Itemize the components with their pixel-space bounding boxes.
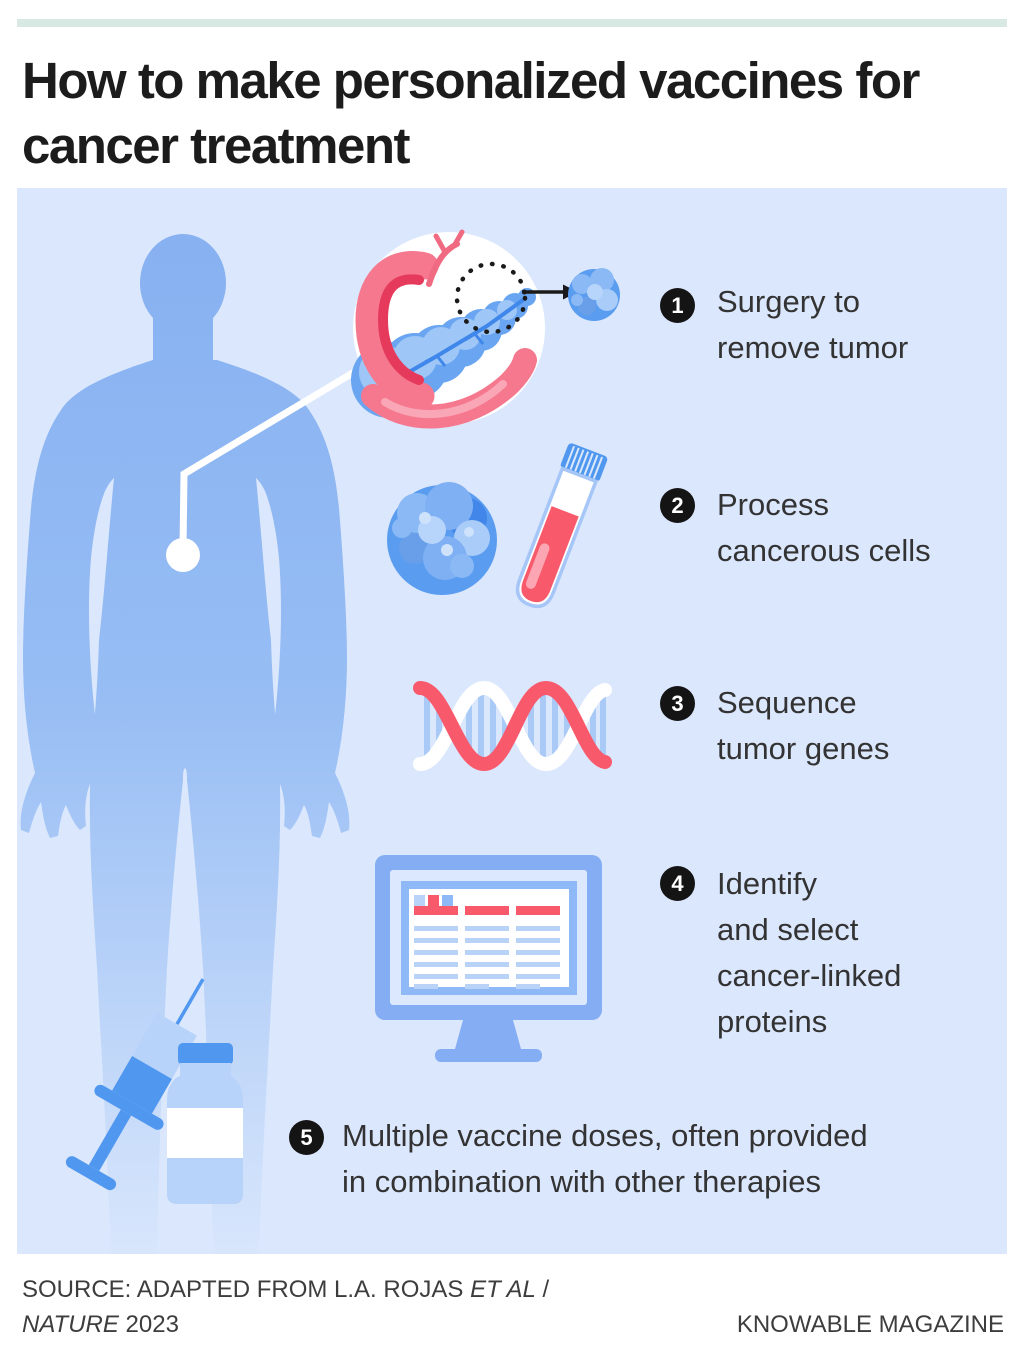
step-3-badge: 3 bbox=[660, 686, 695, 721]
human-body-silhouette-icon bbox=[20, 234, 350, 1254]
top-accent-bar bbox=[17, 19, 1007, 27]
vaccine-vial-icon bbox=[167, 1043, 243, 1204]
step-1-number: 1 bbox=[671, 292, 684, 318]
duodenum-icon bbox=[355, 229, 537, 429]
callout-connector-line bbox=[166, 367, 358, 572]
source-year: 2023 bbox=[118, 1311, 179, 1338]
step-3-number: 3 bbox=[671, 690, 684, 716]
step-4-label: Identify and select cancer-linked protei… bbox=[717, 866, 902, 1039]
tumor-cells-icon bbox=[387, 482, 497, 595]
step-1-badge: 1 bbox=[660, 288, 695, 323]
step-1-label: Surgery to remove tumor bbox=[717, 284, 909, 365]
step-2-badge: 2 bbox=[660, 488, 695, 523]
step-2-label: Process cancerous cells bbox=[717, 487, 931, 568]
excision-dotted-circle bbox=[454, 261, 528, 335]
panel-graphics bbox=[20, 229, 620, 1254]
test-tube-icon bbox=[515, 443, 608, 609]
step-5-badge: 5 bbox=[289, 1120, 324, 1155]
syringe-icon bbox=[65, 978, 205, 1191]
source-text: SOURCE: ADAPTED FROM L.A. ROJAS bbox=[22, 1276, 471, 1303]
pancreas-surgery-diagram-icon bbox=[351, 229, 620, 429]
source-authors-italic: ET AL bbox=[470, 1276, 536, 1303]
computer-monitor-icon bbox=[375, 855, 602, 1062]
step-3-label: Sequence tumor genes bbox=[717, 685, 890, 766]
publisher-credit: KNOWABLE MAGAZINE bbox=[736, 1311, 1004, 1338]
step-4-number: 4 bbox=[671, 870, 684, 896]
source-credit: SOURCE: ADAPTED FROM L.A. ROJAS ET AL / … bbox=[22, 1272, 549, 1342]
step-2-number: 2 bbox=[671, 492, 684, 518]
step-4-badge: 4 bbox=[660, 866, 695, 901]
step-5-number: 5 bbox=[300, 1124, 313, 1150]
source-journal-italic: NATURE bbox=[22, 1311, 119, 1338]
step-5-label: Multiple vaccine doses, often provided i… bbox=[342, 1118, 868, 1199]
removed-tumor-icon bbox=[568, 268, 620, 321]
source-separator: / bbox=[542, 1276, 550, 1303]
illustration-panel: 1 Surgery to remove tumor 2 Process canc… bbox=[17, 188, 1007, 1254]
page-title: How to make personalized vaccines for ca… bbox=[22, 52, 920, 174]
dna-helix-icon bbox=[413, 680, 612, 772]
